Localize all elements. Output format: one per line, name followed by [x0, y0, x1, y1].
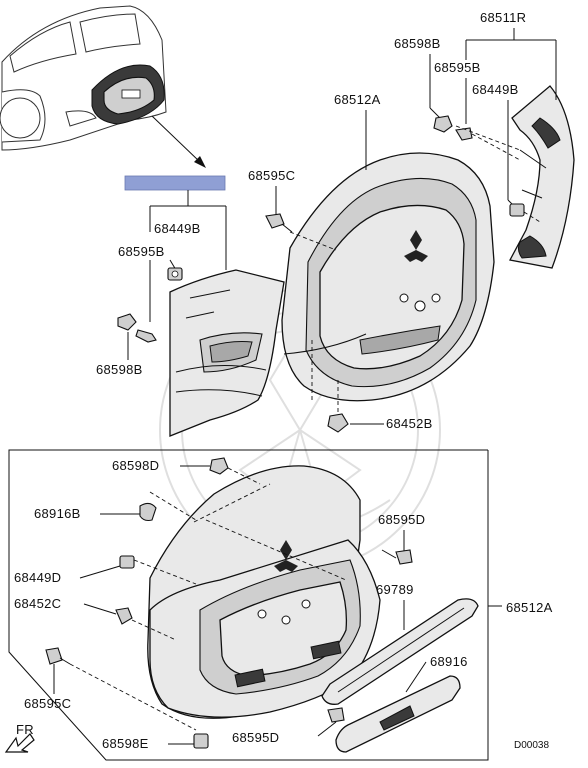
- label-69789: 69789: [376, 582, 414, 597]
- label-68452C: 68452C: [14, 596, 61, 611]
- right-bracket-68511R: [509, 85, 575, 269]
- garnish-69789: [321, 598, 479, 705]
- label-68598E: 68598E: [102, 736, 149, 751]
- label-68598B-top: 68598B: [394, 36, 441, 51]
- label-68452B: 68452B: [386, 416, 433, 431]
- label-68512A-right: 68512A: [506, 600, 553, 615]
- screw-68449B-icon: [135, 329, 157, 343]
- screw-68595D-bottom-icon: [327, 707, 345, 723]
- spare-tire-cover-assembly: [147, 465, 381, 719]
- bolt-68595C-top-icon: [265, 213, 293, 233]
- label-fr: FR: [16, 722, 34, 737]
- clip-68452B-icon: [327, 413, 349, 433]
- label-68595D-bottom: 68595D: [232, 730, 279, 745]
- label-68595C-bottom: 68595C: [24, 696, 71, 711]
- nut-68449D-icon: [119, 555, 135, 569]
- clip-68598B-top-icon: [433, 115, 453, 133]
- spare-tire-cover-top: [281, 152, 495, 402]
- label-68595C-top: 68595C: [248, 168, 295, 183]
- label-68916: 68916: [430, 654, 468, 669]
- diagram-code: D00038: [514, 740, 549, 751]
- screw-68595B-top-icon: [455, 127, 473, 141]
- bolt-68595C-bottom-icon: [45, 647, 71, 665]
- lower-assembly-frame: [8, 449, 489, 761]
- label-68598D: 68598D: [112, 458, 159, 473]
- label-68595B-left: 68595B: [118, 244, 165, 259]
- front-direction-arrow-icon: [4, 733, 35, 753]
- nut-68598E-icon: [193, 733, 209, 749]
- label-68449B-top: 68449B: [472, 82, 519, 97]
- screw-68595D-right-icon: [381, 549, 413, 565]
- clip-68598B-icon: [117, 313, 137, 331]
- label-68598B-left: 68598B: [96, 362, 143, 377]
- label-68512A-top: 68512A: [334, 92, 381, 107]
- label-68916B: 68916B: [34, 506, 81, 521]
- label-68449B-left: 68449B: [154, 221, 201, 236]
- brand-emblem-lower-icon: [274, 540, 298, 572]
- label-68595B-top: 68595B: [434, 60, 481, 75]
- nut-68449B-top-icon: [509, 203, 525, 217]
- clip-68598D-icon: [209, 457, 229, 475]
- nut-68595B-icon: [167, 267, 183, 281]
- side-trim-panel: [169, 269, 285, 437]
- label-68449D: 68449D: [14, 570, 61, 585]
- cap-68916B-icon: [139, 502, 157, 522]
- vehicle-rear-view: [0, 5, 167, 151]
- brand-emblem-icon: [404, 230, 428, 262]
- clip-68452C-icon: [115, 607, 133, 625]
- plate-68916: [335, 675, 461, 753]
- label-68595D-right: 68595D: [378, 512, 425, 527]
- highlight-bar: [124, 175, 226, 191]
- label-68511R: 68511R: [480, 10, 526, 25]
